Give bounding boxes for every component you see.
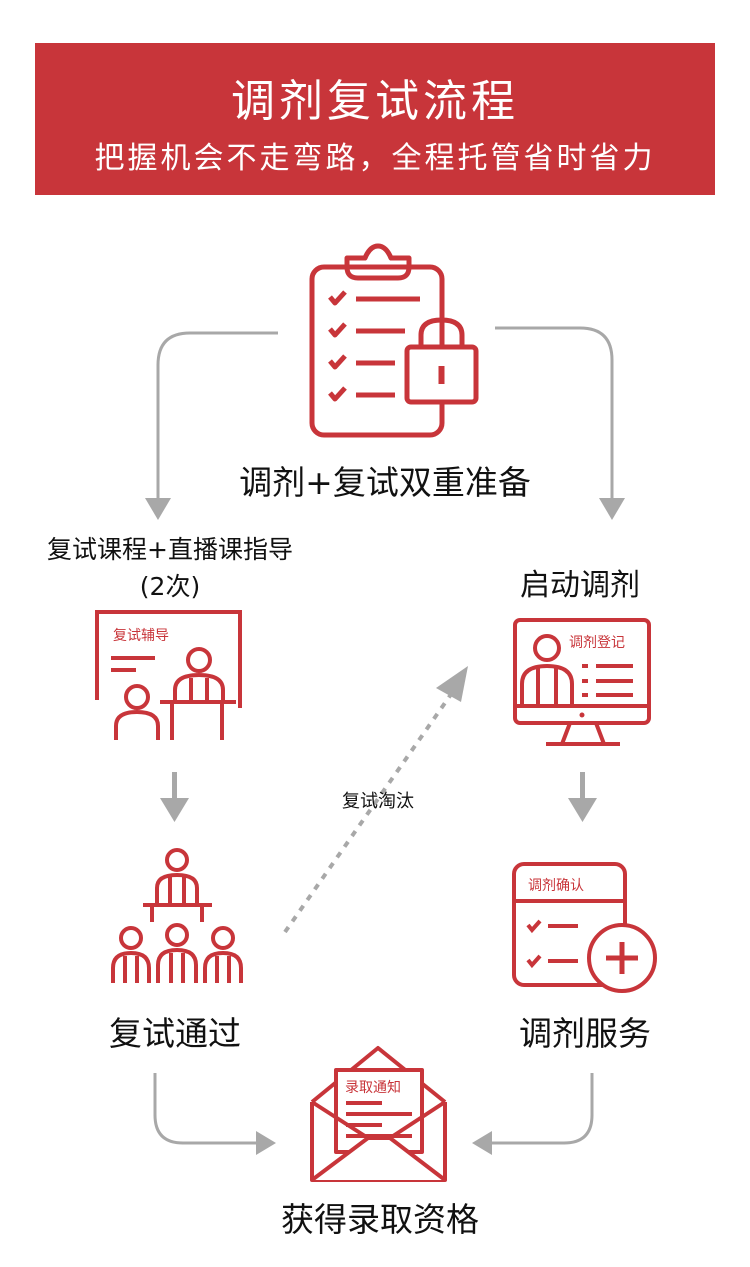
whiteboard-label: 复试辅导	[113, 627, 169, 644]
connector-pass-to-admit	[153, 1073, 276, 1155]
node-course-count: (2次)	[139, 572, 201, 601]
node-pass-label: 复试通过	[109, 1014, 241, 1053]
node-service-label: 调剂服务	[519, 1014, 651, 1053]
group-people-icon	[111, 848, 243, 983]
clipboard-lock-icon	[309, 243, 479, 438]
node-eliminated-label: 复试淘汰	[342, 791, 414, 812]
page-title: 调剂复试流程	[231, 76, 519, 127]
node-prep-label: 调剂+复试双重准备	[239, 463, 531, 502]
connector-prep-to-start	[495, 326, 625, 520]
node-admit-label: 获得录取资格	[281, 1200, 479, 1239]
connector-eliminated-dotted	[283, 666, 468, 934]
connector-service-to-admit	[472, 1073, 594, 1155]
envelope-letter-icon	[310, 1046, 447, 1182]
connector-prep-to-course	[145, 331, 278, 520]
header-banner: 调剂复试流程 把握机会不走弯路，全程托管省时省力	[35, 43, 715, 195]
envelope-label: 录取通知	[345, 1079, 401, 1096]
monitor-icon	[513, 618, 651, 746]
confirm-card-label: 调剂确认	[528, 878, 584, 894]
connector-course-to-pass	[160, 772, 189, 822]
whiteboard-icon	[95, 610, 242, 740]
monitor-dot-icon	[579, 712, 585, 718]
monitor-label: 调剂登记	[569, 635, 625, 651]
node-course-label: 复试课程+直播课指导	[47, 535, 293, 564]
confirm-card-icon	[512, 862, 657, 993]
page-subtitle: 把握机会不走弯路，全程托管省时省力	[94, 141, 656, 176]
node-start-label: 启动调剂	[520, 568, 640, 603]
connector-start-to-service	[568, 772, 597, 822]
